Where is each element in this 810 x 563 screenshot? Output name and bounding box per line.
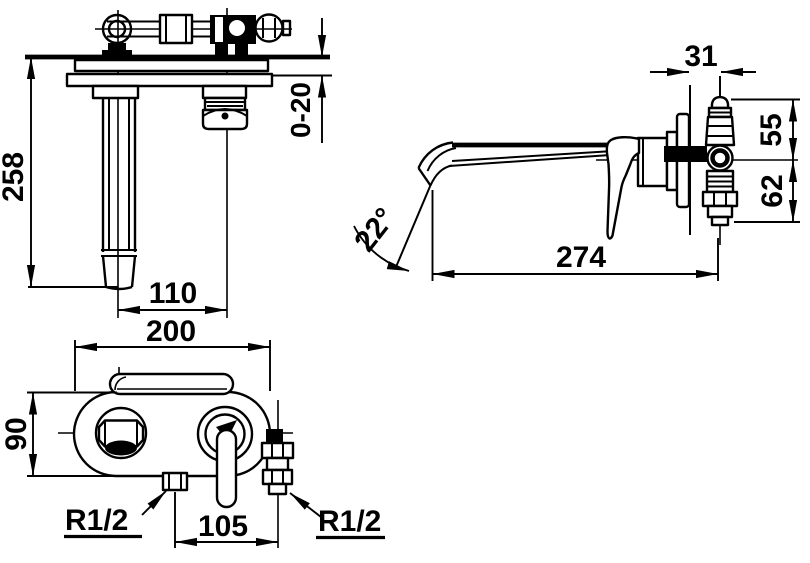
- inwall-valve: [701, 95, 739, 227]
- handle-mount: [196, 405, 254, 509]
- coupling: [158, 13, 194, 45]
- valve-housing: [201, 96, 249, 131]
- dim-text-wall-range-0-20: 0-20: [285, 82, 316, 138]
- plan-view: 200 90 105 R1/2 R1/2: [0, 315, 385, 548]
- label-text-thread-left: R1/2: [65, 504, 128, 537]
- right-inlet-fitting: [260, 429, 295, 496]
- dim-plate-depth: 90: [0, 391, 157, 477]
- spout-mount: [94, 406, 148, 460]
- dim-plate-width: 31: [650, 40, 756, 97]
- spout-pipe: [101, 98, 137, 291]
- dim-text-angle-22: 22°: [348, 202, 402, 258]
- top-view: 258 110 0-20: [0, 8, 332, 318]
- inwall-assembly: [101, 13, 292, 57]
- dim-offset: 110: [118, 277, 227, 315]
- dim-height: 258: [0, 57, 118, 288]
- dim-text-depth-90: 90: [0, 417, 33, 450]
- dim-text-above-55: 55: [755, 113, 788, 146]
- valve-block: [210, 15, 256, 57]
- outlet-hole: [105, 440, 137, 456]
- dim-wall-range: 0-20: [272, 18, 332, 143]
- dim-text-height-258: 258: [0, 152, 30, 202]
- label-text-thread-right: R1/2: [318, 505, 381, 538]
- plan-lever: [215, 428, 238, 509]
- dim-spout-angle: 22°: [348, 183, 432, 272]
- dim-above-center: 55: [731, 98, 800, 160]
- dim-inlet-spacing: 105: [174, 492, 278, 548]
- side-view: 31 55 62 274 22°: [348, 40, 800, 281]
- end-cap: [254, 13, 292, 43]
- dim-text-below-62: 62: [756, 174, 789, 207]
- mixer-body: [636, 85, 707, 235]
- dim-text-reach-274: 274: [556, 241, 606, 274]
- dim-reach: 274: [431, 190, 719, 281]
- elbow-foot: [108, 43, 126, 50]
- thread-label-left: R1/2: [64, 490, 167, 539]
- dim-text-offset-110: 110: [149, 277, 197, 310]
- dim-text-plate-31: 31: [684, 40, 717, 73]
- dim-plate-length: 200: [74, 315, 271, 391]
- through-wall-pipe: [664, 146, 707, 162]
- dim-text-spacing-105: 105: [198, 510, 248, 543]
- left-inlet-fitting: [161, 471, 189, 492]
- thread-label-right: R1/2: [289, 492, 385, 540]
- lever-handle: [605, 136, 641, 240]
- dim-below-center: 62: [734, 160, 800, 223]
- dim-text-width-200: 200: [146, 315, 196, 348]
- plan-spout: [108, 372, 235, 396]
- wall-plates: [65, 58, 274, 100]
